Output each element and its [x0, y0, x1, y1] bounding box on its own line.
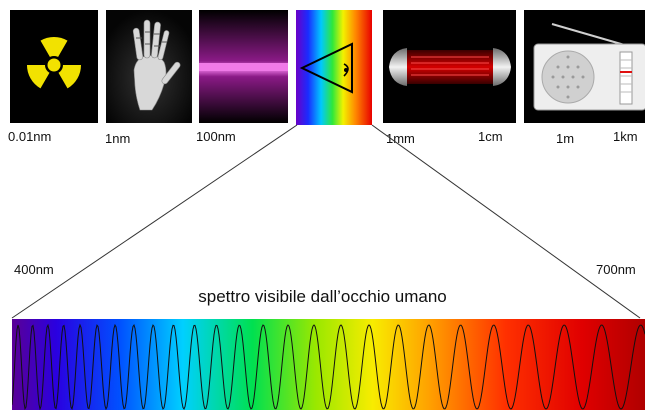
visible-light-panel	[296, 10, 372, 125]
uv-band-icon	[199, 10, 288, 123]
microwave-panel	[383, 10, 516, 123]
ultraviolet-panel	[199, 10, 288, 123]
microwave-tube-icon	[389, 48, 511, 86]
zoom-line-right	[371, 124, 641, 319]
label-xray-wavelength: 1nm	[105, 131, 131, 146]
radio-panel	[524, 10, 645, 123]
visible-spectrum-wave	[12, 319, 645, 410]
label-microwave-start: 1mm	[386, 131, 415, 146]
visible-spectrum-band	[12, 319, 645, 410]
label-radio-start: 1m	[556, 131, 575, 146]
label-radio-end: 1km	[613, 130, 638, 144]
label-uv-wavelength: 100nm	[196, 129, 236, 144]
radio-icon	[533, 23, 645, 111]
label-visible-end: 700nm	[596, 263, 636, 277]
zoom-line-left	[11, 124, 298, 319]
eye-icon	[296, 10, 372, 125]
label-visible-start: 400nm	[14, 262, 54, 277]
xray-panel	[106, 10, 192, 123]
radiation-icon	[26, 36, 82, 89]
visible-spectrum-caption: spettro visibile dall’occhio umano	[198, 287, 447, 306]
label-gamma-wavelength: 0.01nm	[8, 129, 52, 144]
label-microwave-end: 1cm	[478, 129, 503, 144]
xray-hand-icon	[106, 10, 192, 123]
gamma-ray-panel	[10, 10, 98, 123]
